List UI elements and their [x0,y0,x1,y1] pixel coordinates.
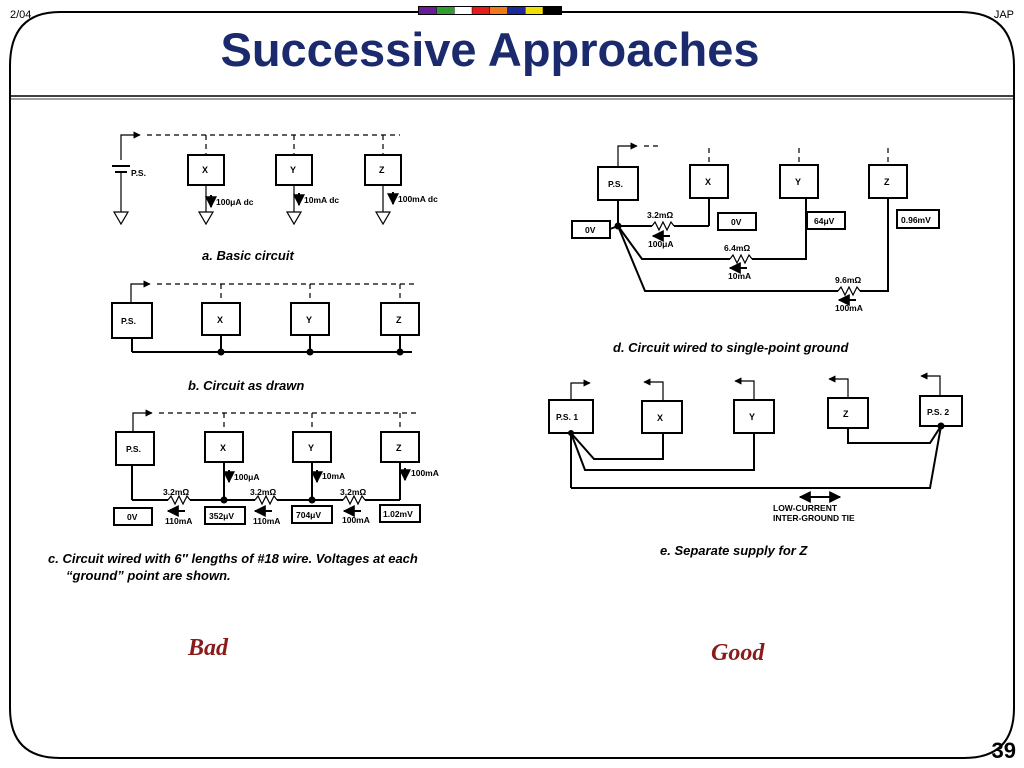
tie-label-line1: LOW-CURRENT [773,503,838,513]
resistance-1: 3.2mΩ [163,487,189,497]
current-x: 100μA [648,239,674,249]
color-bar-segment [525,7,543,14]
author-label: JAP [993,9,1014,21]
ps2-label: P.S. 2 [927,407,949,417]
current-x: 100μA [234,472,260,482]
current-x: 100μA dc [216,197,254,207]
current-seg-2: 110mA [253,516,280,526]
x-label: X [657,413,663,423]
x-label: X [705,177,711,187]
bad-label: Bad [188,635,229,661]
diagram-e-separate-supply: P.S. 1 X Y Z P.S. 2 LOW-CURRENT INTER-GR… [548,372,963,558]
color-bar-segment [490,7,508,14]
color-bar-segment [543,7,561,14]
ps-label: P.S. [121,316,136,326]
color-bar-segment [507,7,525,14]
resistance-2: 3.2mΩ [250,487,276,497]
color-bar-segment [472,7,490,14]
resistance-x: 3.2mΩ [647,210,673,220]
resistance-z: 9.6mΩ [835,275,861,285]
diagram-a-basic-circuit: P.S. X 100μA dc Y 10mA dc Z 100mA dc a. … [112,131,438,263]
voltage-ps: 0V [585,225,596,235]
z-label: Z [396,443,402,453]
ps-label: P.S. [131,168,146,178]
color-bar-segment [454,7,472,14]
z-label: Z [884,177,890,187]
slide-title: Successive Approaches [220,23,760,76]
current-z: 100mA dc [398,194,438,204]
voltage-z: 0.96mV [901,215,931,225]
z-label: Z [843,409,849,419]
caption-e: e. Separate supply for Z [660,543,808,558]
color-bar-segment [436,7,454,14]
ps-label: P.S. [126,444,141,454]
current-seg-3: 100mA [342,515,370,525]
x-label: X [202,165,208,175]
voltage-z: 1.02mV [383,509,413,519]
voltage-x: 352μV [209,511,234,521]
x-label: X [217,315,223,325]
current-y: 10mA dc [304,195,339,205]
current-z: 100mA [835,303,863,313]
good-label: Good [711,640,765,666]
resistance-3: 3.2mΩ [340,487,366,497]
y-label: Y [290,165,296,175]
current-z: 100mA [411,468,439,478]
diagram-b-circuit-as-drawn: P.S. X Y Z b. Circuit as drawn [111,280,420,393]
y-label: Y [306,315,312,325]
resistance-y: 6.4mΩ [724,243,750,253]
x-label: X [220,443,226,453]
ps1-label: P.S. 1 [556,412,578,422]
diagram-c-wired-6in: P.S. X Y Z 3.2mΩ 3.2mΩ 3.2mΩ 100μA 10mA … [48,409,439,583]
voltage-ps: 0V [127,512,138,522]
voltage-x: 0V [731,217,742,227]
y-label: Y [795,177,801,187]
tie-label-line2: INTER-GROUND TIE [773,513,855,523]
caption-c-line2: “ground” point are shown. [66,568,231,583]
current-y: 10mA [728,271,751,281]
slide-frame [9,11,1015,759]
color-bar [418,6,562,15]
current-y: 10mA [322,471,345,481]
color-bar-segment [419,7,437,14]
caption-b: b. Circuit as drawn [188,378,304,393]
z-label: Z [396,315,402,325]
caption-d: d. Circuit wired to single-point ground [613,340,849,355]
caption-c-line1: c. Circuit wired with 6″ lengths of #18 … [48,551,418,566]
voltage-y: 704μV [296,510,321,520]
caption-a: a. Basic circuit [202,248,294,263]
date-label: 2/04 [10,9,32,21]
current-seg-1: 110mA [165,516,192,526]
ps-label: P.S. [608,179,623,189]
diagram-d-single-point-ground: P.S. X Y Z 0V 0V 64μV 0.96mV 3.2mΩ 100μA… [571,142,940,355]
y-label: Y [308,443,314,453]
voltage-y: 64μV [814,216,835,226]
y-label: Y [749,412,755,422]
z-label: Z [379,165,385,175]
